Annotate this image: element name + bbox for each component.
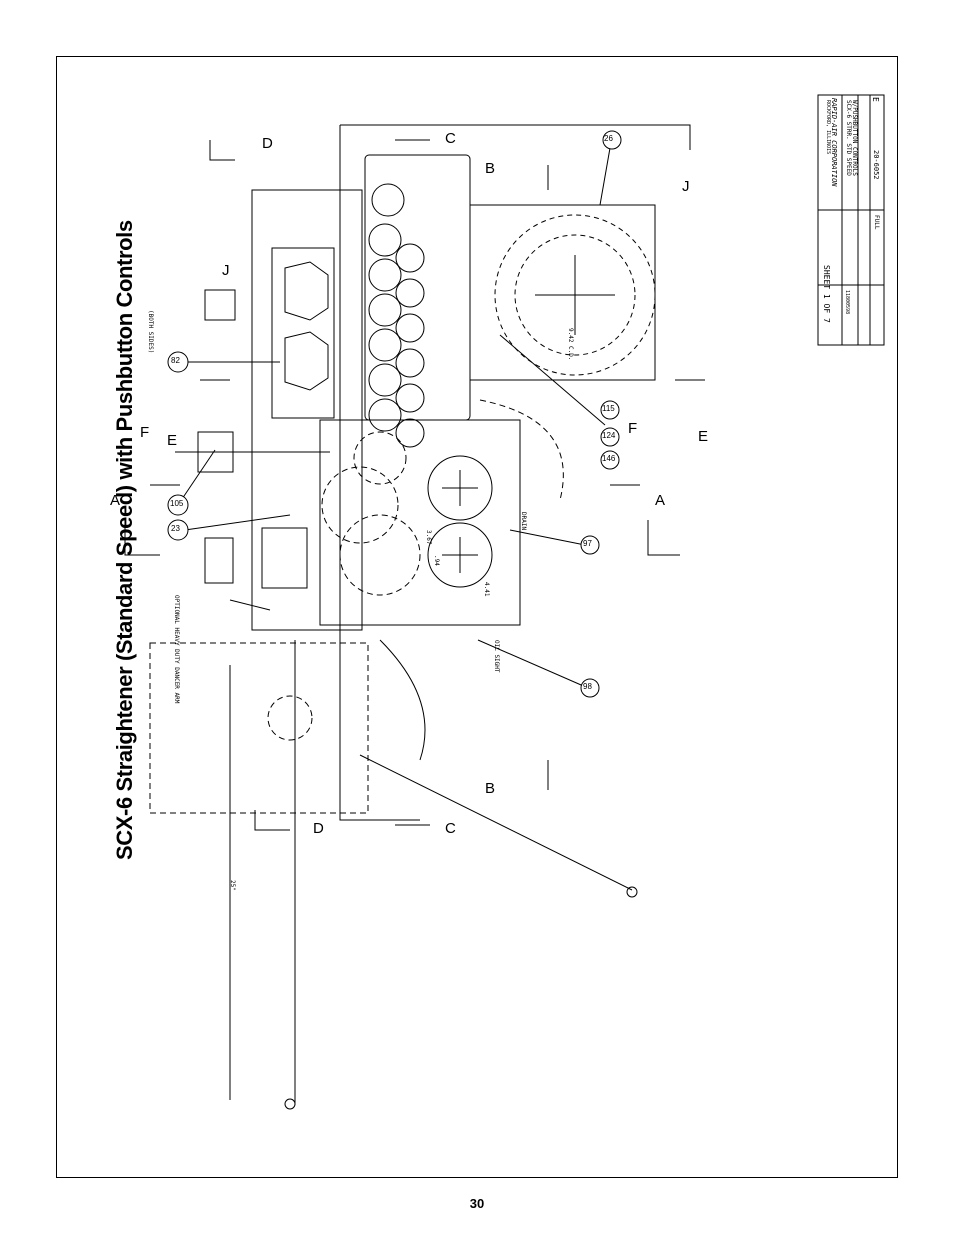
- dancer-arm-end: [626, 886, 638, 898]
- callout-115: 115: [602, 404, 615, 413]
- title-block: [817, 94, 885, 346]
- gear-circle: [494, 214, 656, 376]
- top-reference-line: [340, 124, 691, 150]
- top-knob: [204, 289, 236, 321]
- dimension-length: 25": [229, 880, 236, 891]
- title-block-drawing-number: 20-6052: [872, 150, 880, 180]
- title-block-description-2: W/PUSHBUTTON CONTROLS: [851, 100, 858, 176]
- callout-26: 26: [604, 134, 613, 143]
- dancer-roller: [284, 1098, 296, 1110]
- drawing-frame: [56, 56, 898, 1178]
- section-letter-c2: C: [445, 820, 456, 837]
- section-letter-e2: E: [698, 428, 709, 445]
- gear-a: [339, 514, 421, 596]
- title-block-sheet: SHEET 1 OF 7: [822, 265, 831, 323]
- callout-97: 97: [583, 539, 592, 548]
- side-plate: [251, 189, 363, 631]
- dimension-c: .94: [433, 555, 440, 566]
- section-letter-b2: B: [485, 780, 496, 797]
- title-block-company: RAPID-AIR CORPORATION: [830, 98, 838, 187]
- gear-inner-circle: [514, 234, 636, 356]
- belt-path: [479, 399, 564, 501]
- section-letter-d: D: [262, 135, 273, 152]
- section-letter-e: E: [167, 432, 178, 449]
- note-both-sides: (BOTH SIDES): [147, 310, 154, 354]
- callout-circles: [167, 130, 622, 698]
- section-letter-f: F: [140, 424, 150, 441]
- control-panel: [271, 247, 335, 419]
- section-letter-d2: D: [313, 820, 324, 837]
- section-letter-a2: A: [655, 492, 666, 509]
- section-letter-a: A: [110, 492, 121, 509]
- left-reference-line: [339, 125, 420, 821]
- callout-23: 23: [171, 524, 180, 533]
- title-block-scale: FULL: [873, 215, 880, 230]
- pushbutton-plate-2: [284, 331, 329, 391]
- dimension-b: 4.41: [483, 582, 490, 597]
- callout-98: 98: [583, 682, 592, 691]
- section-letter-j2: J: [682, 178, 690, 195]
- crosshair-icon: [442, 255, 615, 573]
- note-drain: DRAIN: [520, 512, 527, 531]
- callout-146: 146: [602, 454, 616, 463]
- note-optional-arm: OPTIONAL HEAVY DUTY DANCER ARM: [173, 595, 180, 704]
- gear-e: [353, 431, 407, 485]
- section-letter-b: B: [485, 160, 496, 177]
- title-block-location: ROCKFORD, ILLINOIS: [825, 100, 831, 155]
- dimension-a: 3.67: [425, 530, 432, 545]
- note-oil-sight: OIL SIGHT: [493, 640, 500, 673]
- section-letter-j: J: [222, 262, 230, 279]
- dancer-knob: [204, 537, 234, 584]
- section-letter-c: C: [445, 130, 456, 147]
- dancer-block: [261, 527, 308, 589]
- side-curve: [379, 639, 426, 761]
- section-letter-f2: F: [628, 420, 638, 437]
- callout-82: 82: [171, 356, 180, 365]
- dancer-pivot: [267, 695, 313, 741]
- title-block-revision: E: [871, 97, 880, 102]
- pushbutton-plate-1: [284, 261, 329, 321]
- gear-c: [427, 455, 493, 521]
- page-number: 30: [469, 1196, 485, 1211]
- lower-gear-box: [319, 419, 521, 626]
- callout-105: 105: [170, 499, 184, 508]
- note-center-distance: 9.42 C.D.: [567, 328, 574, 361]
- gear-d: [321, 466, 399, 544]
- dancer-arm: [359, 754, 633, 891]
- dancer-arm-housing: [149, 642, 369, 814]
- gear-b: [427, 522, 493, 588]
- roll-array: [368, 183, 425, 448]
- callout-124: 124: [602, 431, 616, 440]
- title-block-file: 11800598: [844, 290, 850, 315]
